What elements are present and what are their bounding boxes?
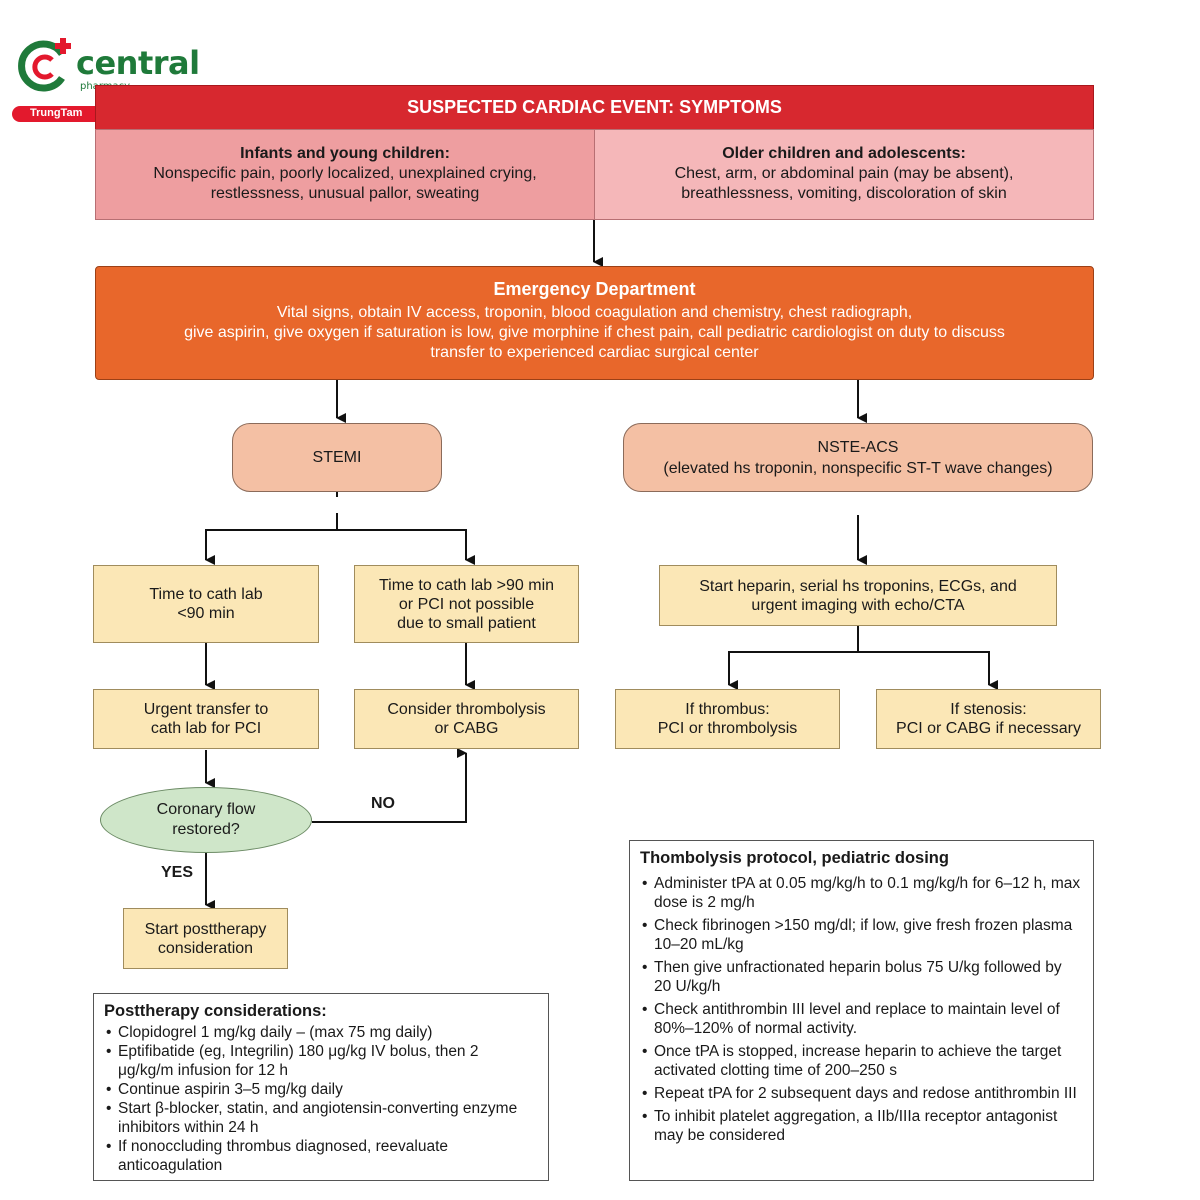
thrombolysis-note-item: Administer tPA at 0.05 mg/kg/h to 0.1 mg…	[640, 874, 1083, 912]
older-title: Older children and adolescents:	[722, 145, 966, 162]
heparin-split-right	[858, 651, 998, 690]
logo-name: central	[76, 44, 200, 82]
posttherapy-note-item: Start β-blocker, statin, and angiotensin…	[104, 1099, 538, 1137]
stenosis-box: If stenosis: PCI or CABG if necessary	[876, 689, 1101, 749]
cath-lab-slow-box: Time to cath lab >90 min or PCI not poss…	[354, 565, 579, 643]
thrombolysis-note-item: Once tPA is stopped, increase heparin to…	[640, 1042, 1083, 1080]
stemi-box: STEMI	[232, 423, 442, 492]
heparin-box: Start heparin, serial hs troponins, ECGs…	[659, 565, 1057, 626]
urgent-transfer-line-2: cath lab for PCI	[150, 720, 262, 737]
thrombolysis-note-title: Thombolysis protocol, pediatric dosing	[640, 849, 949, 867]
thrombus-line-2: PCI or thrombolysis	[657, 720, 798, 737]
thrombolysis-note-item: Then give unfractionated heparin bolus 7…	[640, 958, 1083, 996]
thrombolysis-cabg-box: Consider thrombolysis or CABG	[354, 689, 579, 749]
nste-subtitle: (elevated hs troponin, nonspecific ST-T …	[663, 459, 1053, 477]
ed-line-3: transfer to experienced cardiac surgical…	[430, 344, 759, 361]
older-symptoms-box: Older children and adolescents: Chest, a…	[594, 129, 1094, 220]
cath-lab-fast-box: Time to cath lab <90 min	[93, 565, 319, 643]
cath-fast-line-1: Time to cath lab	[149, 586, 263, 603]
older-line-1: Chest, arm, or abdominal pain (may be ab…	[674, 165, 1014, 182]
nste-title: NSTE-ACS	[817, 438, 899, 456]
logo-mark-icon	[18, 38, 71, 92]
nste-acs-box: NSTE-ACS (elevated hs troponin, nonspeci…	[623, 423, 1093, 492]
cath-slow-line-2: or PCI not possible	[398, 595, 535, 613]
thrombolysis-note-item: Repeat tPA for 2 subsequent days and red…	[640, 1084, 1083, 1103]
posttherapy-note-title: Posttherapy considerations:	[104, 1002, 327, 1020]
posttherapy-note-item: Continue aspirin 3–5 mg/kg daily	[104, 1080, 538, 1099]
thrombus-box: If thrombus: PCI or thrombolysis	[615, 689, 840, 749]
infants-symptoms-box: Infants and young children: Nonspecific …	[95, 129, 595, 220]
arrow-no-path	[312, 748, 467, 823]
older-line-2: breathlessness, vomiting, discoloration …	[681, 185, 1007, 202]
emergency-department-box: Emergency Department Vital signs, obtain…	[95, 266, 1094, 380]
posttherapy-line-2: consideration	[157, 939, 254, 957]
posttherapy-line-1: Start posttherapy	[144, 920, 267, 938]
yes-label: YES	[161, 864, 194, 881]
thrombolysis-note-item: To inhibit platelet aggregation, a IIb/I…	[640, 1107, 1083, 1145]
cath-slow-line-1: Time to cath lab >90 min	[378, 576, 555, 594]
heparin-line-1: Start heparin, serial hs troponins, ECGs…	[699, 577, 1017, 595]
cath-slow-line-3: due to small patient	[397, 614, 536, 632]
ed-title: Emergency Department	[493, 279, 696, 299]
no-label: NO	[371, 795, 395, 812]
coronary-line-1: Coronary flow	[156, 801, 256, 818]
coronary-line-2: restored?	[172, 821, 240, 838]
stemi-split	[205, 529, 475, 565]
posttherapy-note-item: If nonoccluding thrombus diagnosed, reev…	[104, 1137, 538, 1175]
cath-fast-line-2: <90 min	[177, 605, 235, 622]
thrombolysis-line-1: Consider thrombolysis	[387, 701, 546, 718]
urgent-transfer-box: Urgent transfer to cath lab for PCI	[93, 689, 319, 749]
ed-line-2: give aspirin, give oxygen if saturation …	[184, 324, 1005, 341]
infants-line-2: restlessness, unusual pallor, sweating	[210, 185, 480, 202]
posttherapy-note-item: Eptifibatide (eg, Integrilin) 180 μg/kg …	[104, 1042, 538, 1080]
stenosis-line-1: If stenosis:	[950, 701, 1027, 718]
posttherapy-start-box: Start posttherapy consideration	[123, 908, 288, 969]
posttherapy-note-item: Clopidogrel 1 mg/kg daily – (max 75 mg d…	[104, 1023, 538, 1042]
infants-title: Infants and young children:	[240, 145, 450, 162]
infants-line-1: Nonspecific pain, poorly localized, unex…	[153, 165, 537, 182]
thrombolysis-line-2: or CABG	[434, 720, 499, 737]
heparin-line-2: urgent imaging with echo/CTA	[751, 596, 965, 614]
thrombolysis-note-item: Check antithrombin III level and replace…	[640, 1000, 1083, 1038]
urgent-transfer-line-1: Urgent transfer to	[143, 701, 269, 718]
thrombolysis-protocol-note: Thombolysis protocol, pediatric dosing A…	[629, 840, 1094, 1181]
stenosis-line-2: PCI or CABG if necessary	[896, 720, 1081, 737]
coronary-flow-decision: Coronary flow restored?	[100, 787, 312, 853]
thrombolysis-note-item: Check fibrinogen >150 mg/dl; if low, giv…	[640, 916, 1083, 954]
thrombus-line-1: If thrombus:	[685, 701, 770, 718]
heparin-split	[728, 626, 859, 690]
header-symptoms-title: SUSPECTED CARDIAC EVENT: SYMPTOMS	[95, 85, 1094, 130]
posttherapy-considerations-note: Posttherapy considerations: Clopidogrel …	[93, 993, 549, 1181]
stemi-label: STEMI	[312, 449, 362, 466]
ed-line-1: Vital signs, obtain IV access, troponin,…	[276, 304, 913, 321]
